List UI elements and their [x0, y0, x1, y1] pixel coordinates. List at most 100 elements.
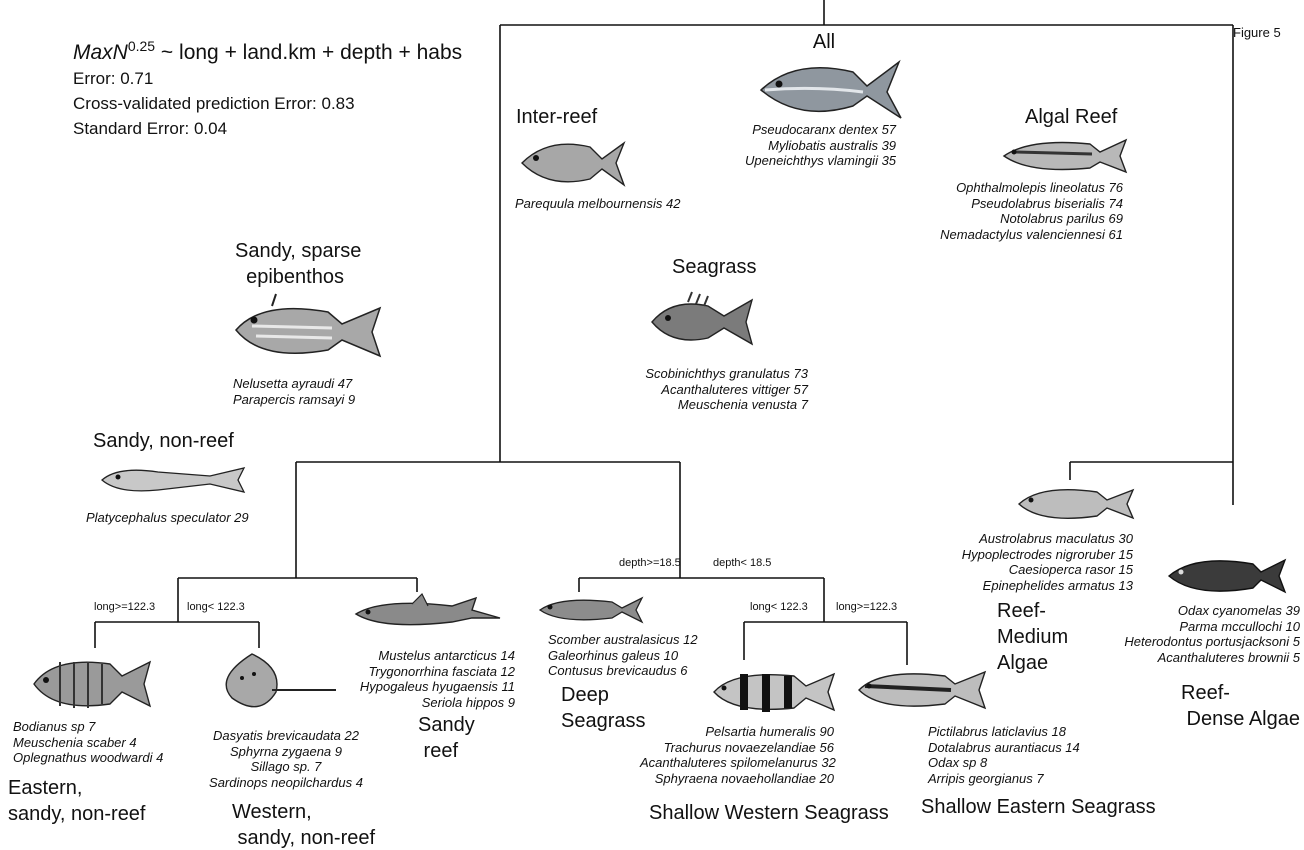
species-entry: Galeorhinus galeus 10: [548, 647, 679, 663]
node-western-sandy-species: Dasyatis brevicaudata 22 Sphyrna zygaena…: [206, 728, 366, 790]
node-sandy-reef-species: Mustelus antarcticus 14 Trygonorrhina fa…: [345, 648, 515, 710]
model-power: 0.25: [127, 38, 156, 54]
node-deep-seagrass-species: Scomber australasicus 12 Galeorhinus gal…: [548, 632, 698, 679]
node-reef-medium-title: Reef- Medium Algae: [997, 600, 1069, 674]
species-entry: Sardinops neopilchardus 4: [209, 774, 363, 790]
species-entry: Pseudolabrus biserialis 74: [971, 195, 1123, 211]
node-eastern-sandy-species: Bodianus sp 7 Meuschenia scaber 4 Oplegn…: [13, 719, 163, 766]
node-algal-reef-species: Ophthalmolepis lineolatus 76 Pseudolabru…: [913, 180, 1123, 242]
node-all-title: All: [812, 31, 836, 53]
species-entry: Pictilabrus laticlavius 18: [928, 724, 1067, 739]
species-entry: Oplegnathus woodwardi 4: [13, 750, 164, 765]
species-entry: Sphyrna zygaena 9: [229, 743, 343, 759]
model-error: Error: 0.71: [73, 69, 154, 88]
species-entry: Parapercis ramsayi 9: [233, 391, 356, 407]
node-seagrass-title: Seagrass: [672, 256, 757, 278]
mackerel-fish-icon: [538, 596, 644, 624]
species-entry: Bodianus sp 7: [13, 719, 96, 734]
node-all-species: Pseudocaranx dentex 57 Myliobatis austra…: [745, 122, 896, 169]
figure-label: Figure 5: [1233, 25, 1281, 40]
species-entry: Scobinichthys granulatus 73: [645, 366, 808, 381]
species-entry: Dotalabrus aurantiacus 14: [928, 739, 1080, 755]
split-depth-ge: depth>=18.5: [619, 557, 681, 569]
node-algal-reef-title: Algal Reef: [1025, 106, 1118, 128]
model-response: MaxN: [73, 41, 128, 64]
pipefish-leatherjacket-icon: [651, 291, 754, 346]
node-seagrass-species: Scobinichthys granulatus 73 Acanthaluter…: [620, 366, 808, 413]
species-entry: Myliobatis australis 39: [768, 137, 897, 153]
node-reef-medium-species: Austrolabrus maculatus 30 Hypoplectrodes…: [925, 531, 1133, 593]
species-entry: Odax sp 8: [928, 755, 988, 770]
node-shallow-western-species: Pelsartia humeralis 90 Trachurus novaeze…: [640, 724, 836, 786]
node-sandy-sparse-species: Nelusetta ayraudi 47 Parapercis ramsayi …: [233, 376, 355, 407]
node-shallow-western-title: Shallow Western Seagrass: [649, 802, 889, 824]
species-entry: Upeneichthys vlamingii 35: [745, 153, 897, 168]
species-entry: Austrolabrus maculatus 30: [979, 531, 1133, 546]
node-sandy-reef-title: Sandy reef: [418, 714, 475, 762]
split-seagrass-long-ge: long>=122.3: [836, 601, 898, 613]
node-western-sandy-title: Western, sandy, non-reef: [232, 801, 376, 849]
species-entry: Nemadactylus valenciennesi 61: [940, 226, 1123, 242]
split-depth-lt: depth< 18.5: [713, 557, 772, 569]
species-entry: Pseudocaranx dentex 57: [752, 122, 897, 137]
species-entry: Ophthalmolepis lineolatus 76: [956, 180, 1123, 195]
node-sandy-nonreef-title: Sandy, non-reef: [93, 430, 234, 452]
split-west-long-ge: long>=122.3: [94, 601, 156, 613]
node-reef-dense-title: Reef- Dense Algae: [1181, 682, 1300, 730]
node-sandy-nonreef-species: Platycephalus speculator 29: [86, 510, 249, 526]
species-entry: Parequula melbournensis 42: [515, 196, 681, 211]
species-entry: Arripis georgianus 7: [928, 770, 1044, 786]
split-west-long-lt: long< 122.3: [187, 601, 245, 613]
species-entry: Sillago sp. 7: [250, 759, 322, 774]
node-deep-seagrass-title: Deep Seagrass: [561, 684, 646, 732]
model-predictors: ~ long + land.km + depth + habs: [155, 41, 463, 64]
species-entry: Acanthaluteres brownii 5: [1157, 649, 1300, 665]
model-cv-error: Cross-validated prediction Error: 0.83: [73, 94, 355, 113]
node-shallow-eastern-species: Pictilabrus laticlavius 18 Dotalabrus au…: [928, 724, 1080, 786]
species-entry: Epinephelides armatus 13: [982, 577, 1133, 593]
flathead-fish-icon: [101, 467, 246, 493]
species-entry: Pelsartia humeralis 90: [705, 724, 834, 739]
node-inter-reef-species: Parequula melbournensis 42: [515, 196, 681, 212]
species-entry: Meuschenia scaber 4: [13, 734, 137, 750]
jack-fish-icon: [759, 59, 902, 119]
species-entry: Mustelus antarcticus 14: [378, 648, 515, 663]
leatherjacket-fish-icon: [235, 293, 382, 358]
wrasse-fish-icon: [1002, 138, 1128, 174]
species-entry: Sphyraena novaehollandiae 20: [654, 770, 834, 786]
species-entry: Hypoplectrodes nigroruber 15: [961, 546, 1133, 562]
node-sandy-sparse-title: Sandy, sparse epibenthos: [235, 240, 362, 288]
striped-grouper-fish-icon: [33, 660, 152, 708]
species-entry: Trachurus novaezelandiae 56: [663, 739, 834, 755]
banded-fish-icon: [713, 672, 836, 712]
bream-fish-icon: [521, 141, 626, 187]
species-entry: Odax cyanomelas 39: [1177, 603, 1300, 618]
blue-wrasse-fish-icon: [1017, 488, 1135, 520]
species-entry: Hypogaleus hyugaensis 11: [359, 679, 515, 694]
node-shallow-eastern-title: Shallow Eastern Seagrass: [921, 796, 1156, 818]
node-inter-reef-title: Inter-reef: [516, 106, 598, 128]
species-entry: Platycephalus speculator 29: [86, 510, 249, 525]
node-reef-dense-species: Odax cyanomelas 39 Parma mccullochi 10 H…: [1094, 603, 1300, 665]
species-entry: Nelusetta ayraudi 47: [233, 376, 353, 391]
species-entry: Dasyatis brevicaudata 22: [213, 728, 359, 743]
species-entry: Seriola hippos 9: [421, 694, 515, 710]
species-entry: Trygonorrhina fasciata 12: [368, 663, 515, 679]
species-entry: Acanthaluteres vittiger 57: [661, 381, 808, 397]
split-seagrass-long-lt: long< 122.3: [750, 601, 808, 613]
species-entry: Caesioperca rasor 15: [1008, 562, 1133, 577]
species-entry: Acanthaluteres spilomelanurus 32: [640, 755, 836, 770]
shark-icon: [354, 592, 501, 626]
stripey-fish-icon: [858, 670, 987, 710]
stingray-icon: [225, 653, 336, 708]
species-entry: Contusus brevicaudus 6: [548, 663, 688, 678]
species-entry: Meuschenia venusta 7: [677, 397, 808, 412]
dark-reef-fish-icon: [1167, 558, 1287, 594]
species-entry: Scomber australasicus 12: [548, 632, 698, 647]
node-eastern-sandy-title: Eastern, sandy, non-reef: [8, 777, 146, 825]
model-std-error: Standard Error: 0.04: [73, 119, 228, 138]
model-formula: MaxN0.25 ~ long + land.km + depth + habs: [73, 38, 462, 65]
species-entry: Notolabrus parilus 69: [1000, 211, 1123, 226]
